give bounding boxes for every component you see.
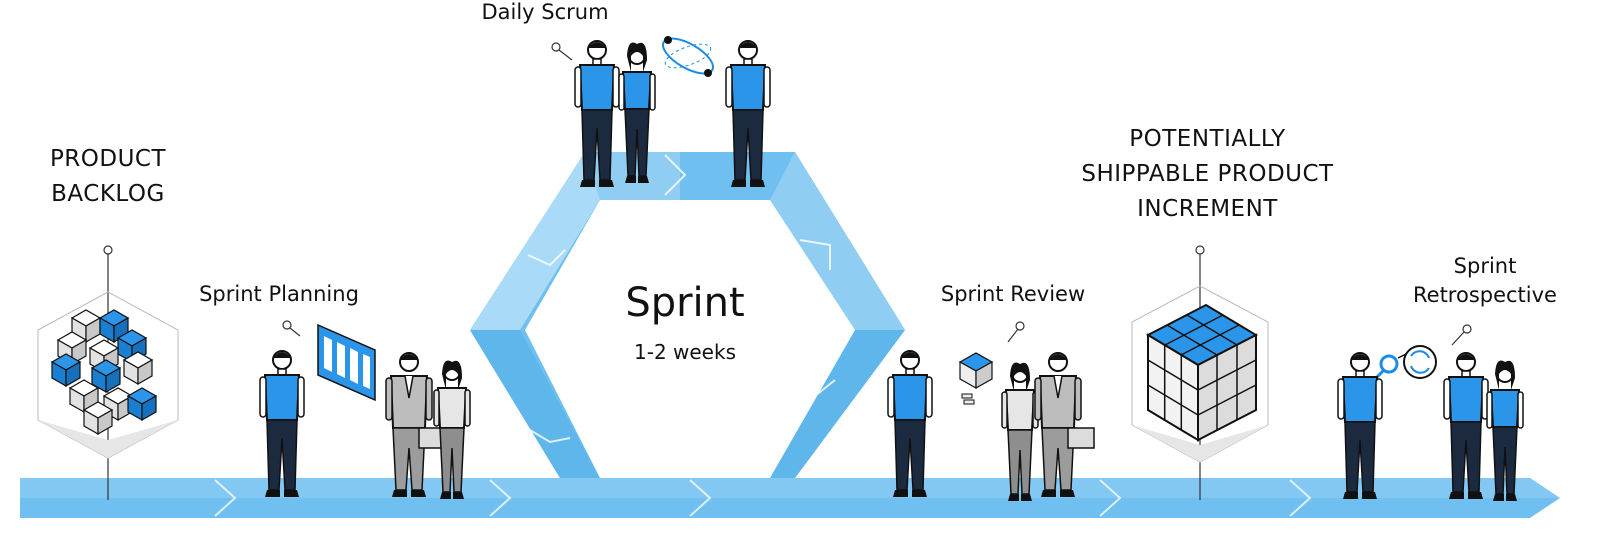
daily-scrum-label: Daily Scrum (481, 0, 609, 24)
sprint-review-label: Sprint Review (940, 282, 1086, 306)
backlog-cube-icon (37, 245, 179, 500)
increment-cube-icon (1131, 245, 1269, 500)
person-figure (259, 350, 305, 498)
review-cube-icon (958, 321, 1025, 405)
increment-line2: SHIPPABLE PRODUCT (1081, 161, 1334, 187)
sprint-retrospective-line1: Sprint (1453, 254, 1517, 278)
refresh-cycle-icon (1403, 324, 1472, 379)
sprint-retrospective-label: Sprint Retrospective (1385, 252, 1585, 310)
person-figure (1034, 352, 1095, 498)
sprint-retrospective-line2: Retrospective (1413, 283, 1557, 307)
product-backlog-line2: BACKLOG (51, 181, 165, 207)
orbit-icon (551, 36, 714, 77)
increment-line1: POTENTIALLY (1129, 126, 1286, 152)
product-backlog-label: PRODUCT BACKLOG (20, 142, 196, 212)
increment-label: POTENTIALLY SHIPPABLE PRODUCT INCREMENT (1050, 122, 1365, 227)
person-figure (1443, 352, 1489, 500)
sprint-planning-label: Sprint Planning (199, 282, 359, 306)
sprint-cycle-hexagon (470, 152, 905, 478)
person-figure (1337, 352, 1383, 500)
increment-line3: INCREMENT (1137, 196, 1278, 222)
sprint-title: Sprint (625, 280, 745, 326)
task-board-icon (282, 320, 376, 402)
timeline-arrow-band (20, 478, 1560, 518)
person-figure (887, 350, 933, 498)
product-backlog-line1: PRODUCT (49, 146, 167, 172)
sprint-duration: 1-2 weeks (634, 340, 736, 364)
